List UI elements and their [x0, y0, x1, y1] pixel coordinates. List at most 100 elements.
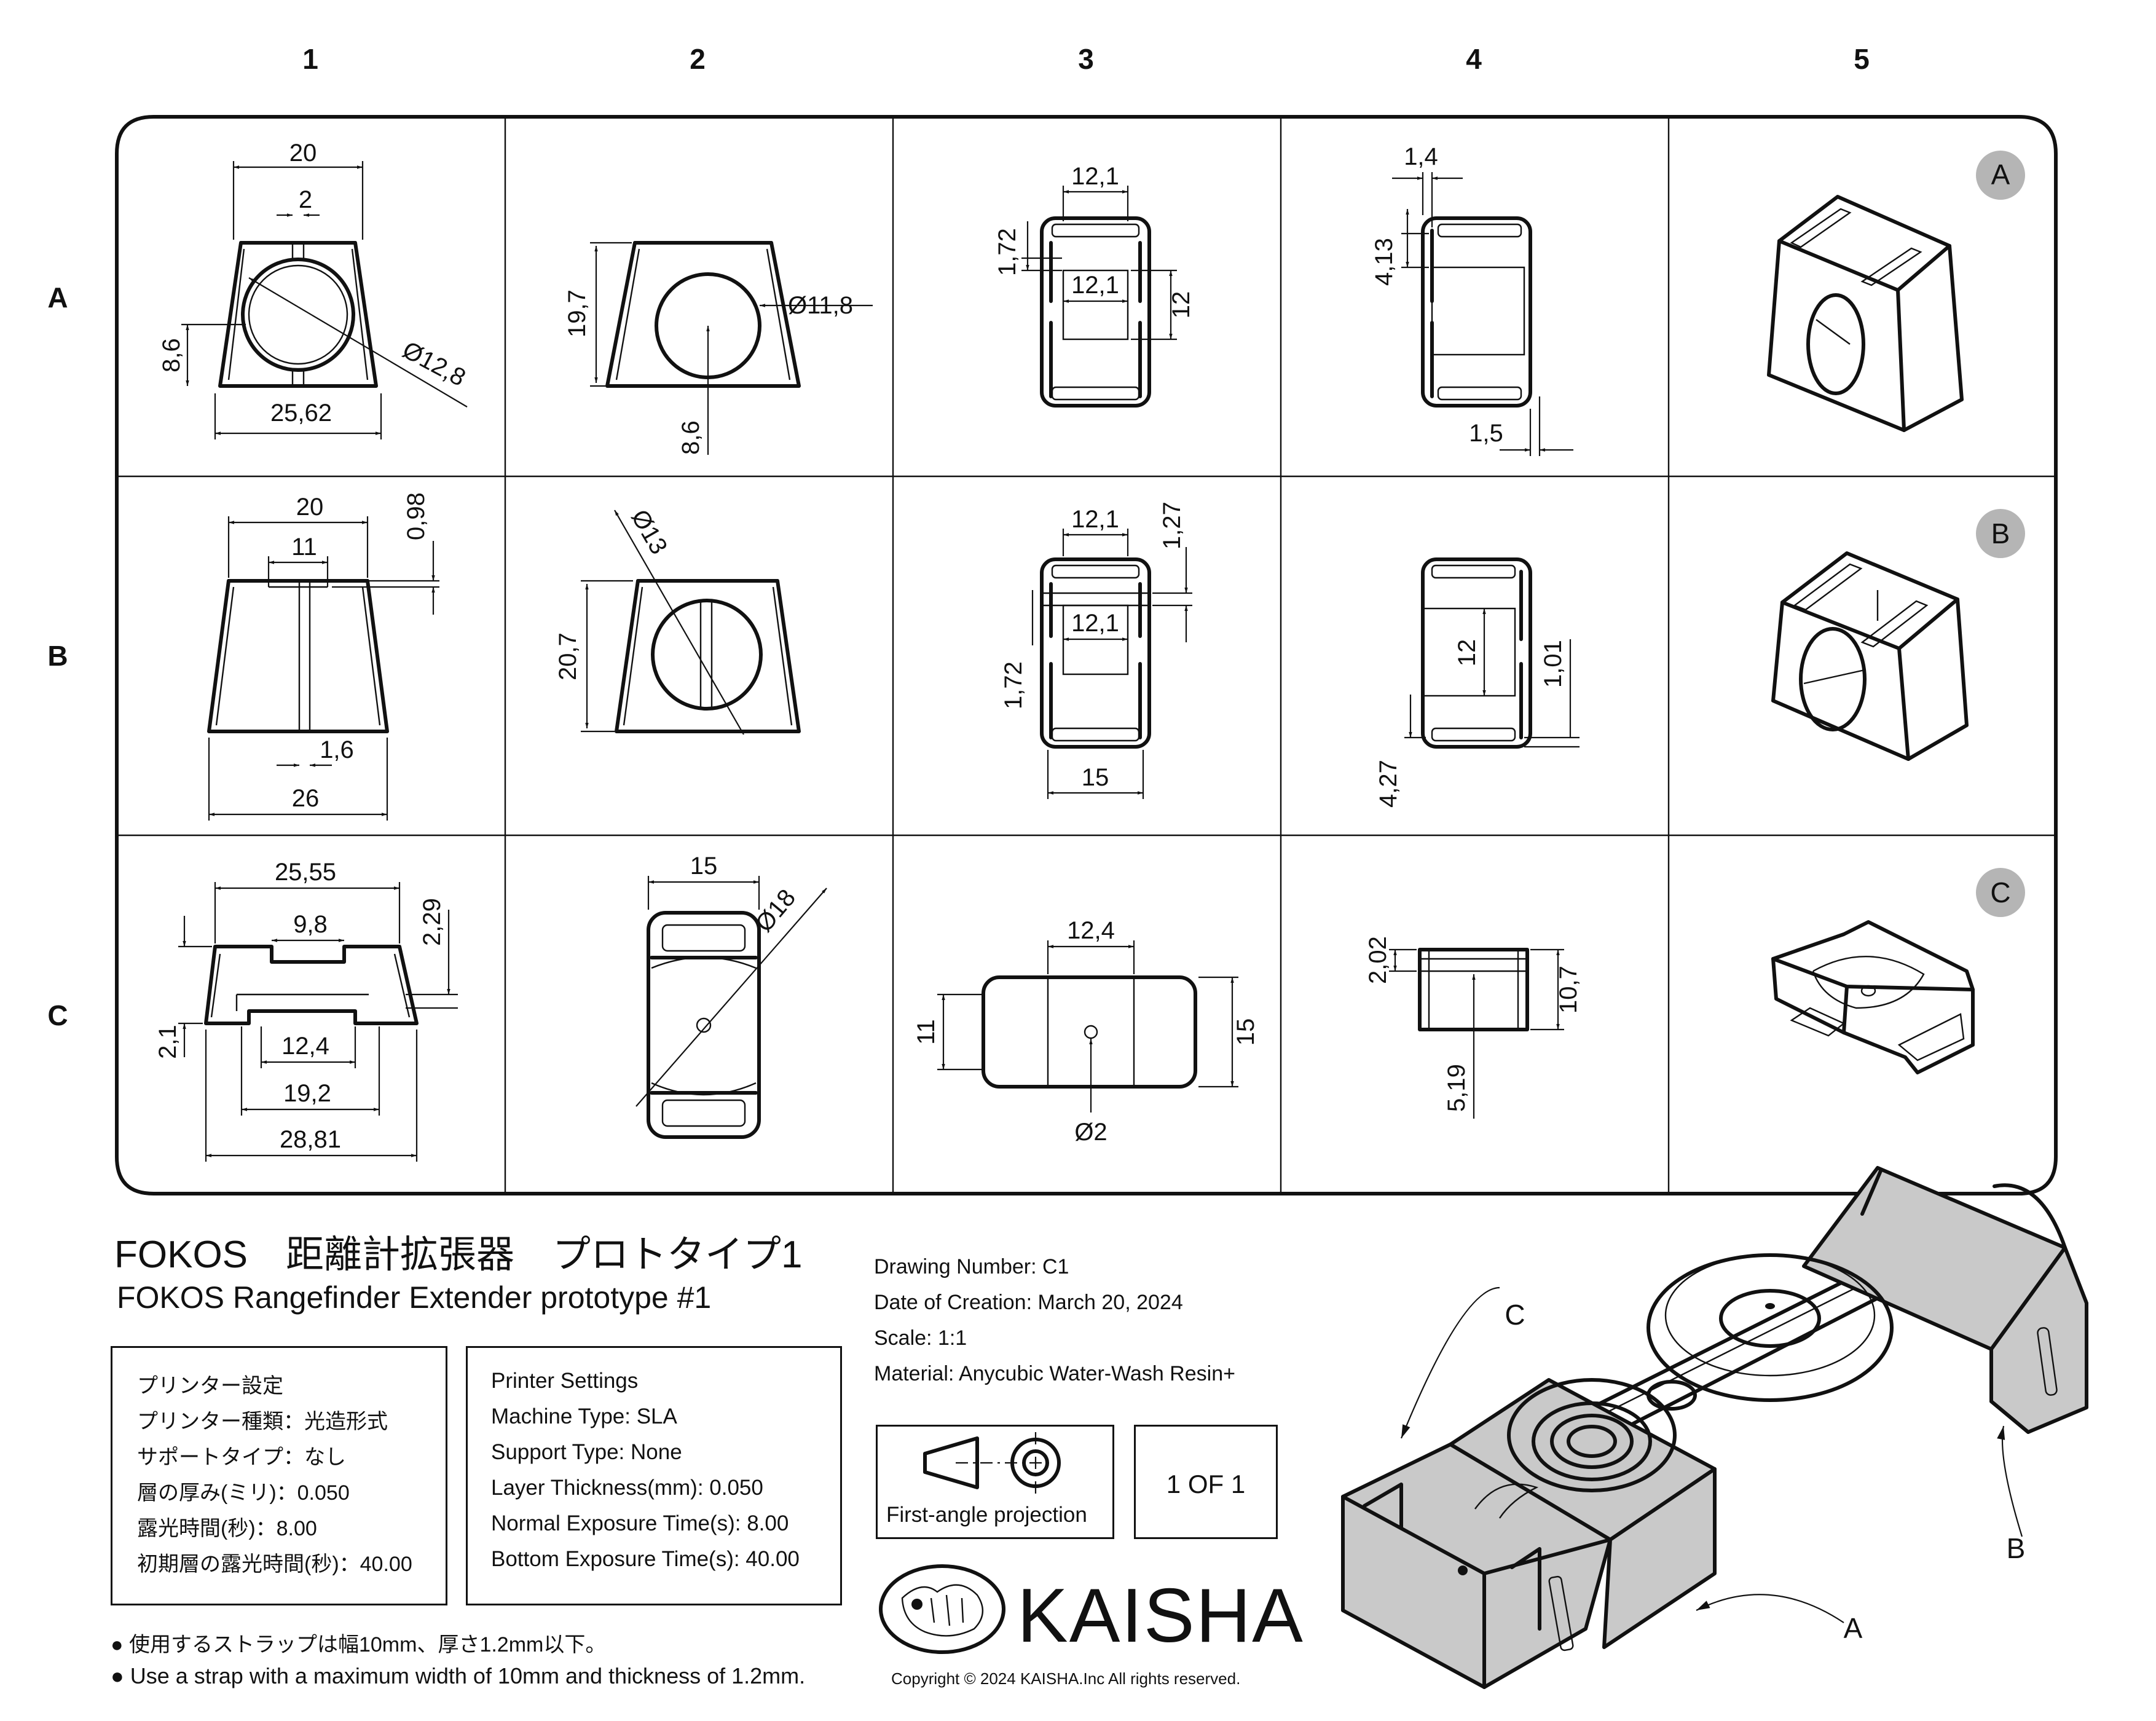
printer-settings-jp-heading: プリンター設定: [137, 1374, 283, 1398]
dimension-label: 9,8: [293, 911, 328, 938]
dimension-label: 2,02: [1364, 936, 1391, 984]
note-jp-text: 使用するストラップは幅10mm、厚さ1.2mm以下。: [128, 1633, 607, 1656]
dimension-label: 1,5: [1469, 420, 1503, 447]
assembly-illustration: C B A: [1341, 1166, 2088, 1689]
dimension-label: 12: [1168, 291, 1195, 319]
title-english: FOKOS Rangefinder Extender prototype #1: [117, 1280, 712, 1315]
printer-setting-line: Machine Type: SLA: [491, 1404, 677, 1428]
dimension-label: 4,13: [1371, 238, 1398, 286]
badge-c: [1976, 868, 2025, 917]
row-labels: A B C: [47, 282, 68, 1031]
view-c3: 12,4 11 15 Ø2: [913, 917, 1259, 1146]
printer-setting-line: 層の厚み(ミリ)：0.050: [137, 1481, 350, 1505]
dimension-label: 2: [299, 186, 312, 213]
badge-label: A: [1991, 159, 2010, 191]
dimension-label: 12,1: [1071, 272, 1119, 299]
dimension-label: 11: [913, 1019, 940, 1045]
column-label: 4: [1466, 43, 1482, 75]
printer-setting-line: Support Type: None: [491, 1440, 682, 1464]
dimension-label: 26: [292, 785, 320, 812]
dimension-label: 1,72: [1000, 661, 1027, 709]
view-b3: 12,1 1,27 12,1 1,72 15: [1000, 502, 1192, 799]
dimension-label: 20: [289, 140, 317, 167]
dimension-label: 12,1: [1071, 610, 1119, 637]
dimension-label: 2,29: [419, 898, 446, 946]
assembly-label-c: C: [1505, 1299, 1525, 1331]
dimension-label: 15: [690, 853, 718, 880]
brand-name: KAISHA: [1017, 1573, 1304, 1658]
kaisha-logo: [879, 1564, 1005, 1654]
copyright: Copyright © 2024 KAISHA.Inc All rights r…: [891, 1669, 1241, 1688]
dimension-label: Ø12,8: [398, 336, 470, 392]
dimension-label: 28,81: [280, 1126, 341, 1153]
projection-label: First-angle projection: [886, 1503, 1087, 1527]
view-a3: 12,1 12,1 12 1,72: [994, 163, 1195, 408]
dimension-label: 15: [1232, 1018, 1259, 1046]
view-c1: 25,55 9,8 2,29 2,1 12,4 19,2 28,81: [154, 859, 458, 1162]
printer-setting-line: Bottom Exposure Time(s): 40.00: [491, 1547, 800, 1571]
iso-view-c: C: [1771, 868, 2025, 1074]
dimension-label: 2,1: [154, 1025, 181, 1059]
printer-setting-line: プリンター種類：光造形式: [137, 1410, 388, 1433]
printer-setting-line: 露光時間(秒)：8.00: [137, 1517, 317, 1540]
badge-label: C: [1990, 876, 2010, 908]
iso-view-a: A: [1767, 151, 2025, 432]
projection-box: First-angle projection: [876, 1425, 1114, 1539]
dimension-label: 12,1: [1071, 506, 1119, 533]
dimension-label: Ø13: [626, 505, 672, 559]
view-c2: 15 Ø18: [635, 853, 827, 1139]
badge-a: [1976, 151, 2025, 200]
dimension-label: 20,7: [554, 632, 581, 680]
printer-setting-line: 初期層の露光時間(秒)：40.00: [137, 1553, 412, 1576]
view-b1: 20 11 0,98 1,6 26: [207, 492, 439, 821]
dimension-label: 19,7: [564, 289, 591, 337]
view-a1: 20 2 25,62 8,6 Ø12,8: [158, 140, 470, 439]
printer-settings-jp-box: プリンター設定 プリンター種類：光造形式 サポートタイプ：なし 層の厚み(ミリ)…: [111, 1346, 447, 1605]
material: Material: Anycubic Water-Wash Resin+: [874, 1362, 1235, 1385]
dimension-label: 5,19: [1443, 1064, 1470, 1112]
printer-settings-en-box: Printer Settings Machine Type: SLA Suppo…: [466, 1346, 842, 1605]
row-label: A: [47, 282, 68, 313]
note-jp: ● 使用するストラップは幅10mm、厚さ1.2mm以下。: [111, 1633, 607, 1656]
dimension-label: 1,4: [1404, 143, 1438, 170]
dimension-label: Ø11,8: [788, 292, 853, 319]
view-a4: 1,4 4,13 1,5: [1371, 143, 1573, 456]
creation-date: Date of Creation: March 20, 2024: [874, 1291, 1183, 1314]
assembly-label-b: B: [2007, 1532, 2026, 1564]
drawing-grid: [115, 115, 2058, 1195]
dimension-label: 12,4: [281, 1033, 329, 1060]
sheet-box: 1 OF 1: [1134, 1425, 1278, 1539]
iso-view-b: B: [1771, 509, 2025, 761]
dimension-label: 10,7: [1555, 966, 1582, 1014]
dimension-label: 1,6: [320, 736, 354, 763]
assembly-label-a: A: [1844, 1612, 1863, 1644]
dimension-label: 12,4: [1067, 917, 1115, 944]
dimension-label: 4,27: [1375, 760, 1402, 808]
column-label: 5: [1854, 43, 1870, 75]
printer-setting-line: Layer Thickness(mm): 0.050: [491, 1476, 763, 1500]
view-b2: Ø13 20,7: [554, 505, 801, 735]
note-en: ● Use a strap with a maximum width of 10…: [111, 1663, 806, 1688]
dimension-label: 1,72: [994, 228, 1021, 276]
view-b4: 12 1,01 4,27: [1375, 557, 1580, 808]
dimension-label: 0,98: [403, 492, 430, 540]
dimension-label: 1,01: [1540, 640, 1567, 688]
view-a2: 19,7 8,6 Ø11,8: [564, 241, 873, 455]
row-label: B: [47, 640, 68, 672]
sheet-count: 1 OF 1: [1166, 1470, 1246, 1498]
dimension-label: 25,55: [275, 859, 336, 886]
printer-setting-line: Normal Exposure Time(s): 8.00: [491, 1511, 789, 1535]
column-label: 1: [302, 43, 318, 75]
dimension-label: 20: [296, 494, 324, 521]
dimension-label: 11: [291, 534, 317, 561]
dimension-label: 25,62: [270, 400, 332, 427]
dimension-label: 8,6: [677, 420, 704, 455]
badge-label: B: [1991, 518, 2010, 549]
drawing-number: Drawing Number: C1: [874, 1255, 1069, 1278]
dimension-label: 15: [1082, 764, 1109, 791]
dimension-label: 1,27: [1159, 502, 1186, 549]
dimension-label: 12,1: [1071, 163, 1119, 190]
printer-settings-en-heading: Printer Settings: [491, 1369, 639, 1393]
dimension-label: Ø2: [1074, 1119, 1107, 1146]
